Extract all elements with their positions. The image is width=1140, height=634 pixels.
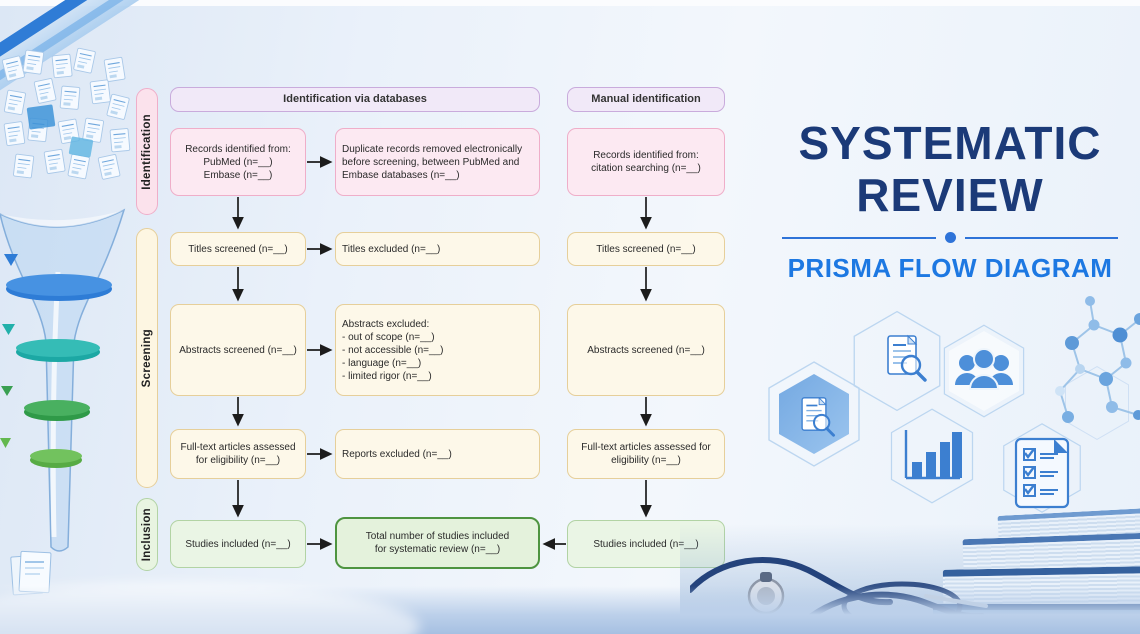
divider-dot-icon — [944, 232, 956, 244]
column-header-databases: Identification via databases — [170, 87, 540, 112]
box-duplicates-removed: Duplicate records removed electronically… — [335, 128, 540, 196]
stage-label-identification: Identification — [136, 88, 158, 215]
stage-label-screening: Screening — [136, 228, 158, 488]
column-header-manual: Manual identification — [567, 87, 725, 112]
box-studies-included-databases: Studies included (n=__) — [170, 520, 306, 568]
research-icons-decoration — [768, 296, 1140, 513]
box-abstracts-excluded: Abstracts excluded: - out of scope (n=__… — [335, 304, 540, 396]
box-abstracts-screened-manual: Abstracts screened (n=__) — [567, 304, 725, 396]
box-fulltext-databases: Full-text articles assessed for eligibil… — [170, 429, 306, 479]
box-reports-excluded: Reports excluded (n=__) — [335, 429, 540, 479]
box-titles-screened-databases: Titles screened (n=__) — [170, 232, 306, 266]
poster-title-line1: SYSTEMATIC — [798, 117, 1102, 169]
box-fulltext-manual: Full-text articles assessed for eligibil… — [567, 429, 725, 479]
poster-subtitle: PRISMA FLOW DIAGRAM — [787, 253, 1113, 284]
box-titles-screened-manual: Titles screened (n=__) — [567, 232, 725, 266]
title-block: SYSTEMATIC REVIEW PRISMA FLOW DIAGRAM — [758, 117, 1140, 284]
flow-arrows — [232, 156, 652, 550]
box-total-studies: Total number of studies included for sys… — [335, 517, 540, 569]
prisma-flow-diagram: Identification Screening Inclusion Ident… — [135, 85, 727, 577]
paper-funnel-illustration — [0, 47, 131, 596]
top-strip — [0, 0, 1140, 6]
title-divider — [782, 232, 1118, 244]
stage-label-inclusion: Inclusion — [136, 498, 158, 571]
poster-title-line2: REVIEW — [856, 168, 1044, 221]
box-records-manual: Records identified from: citation search… — [567, 128, 725, 196]
box-abstracts-screened-databases: Abstracts screened (n=__) — [170, 304, 306, 396]
box-titles-excluded: Titles excluded (n=__) — [335, 232, 540, 266]
box-records-databases: Records identified from: PubMed (n=__) E… — [170, 128, 306, 196]
